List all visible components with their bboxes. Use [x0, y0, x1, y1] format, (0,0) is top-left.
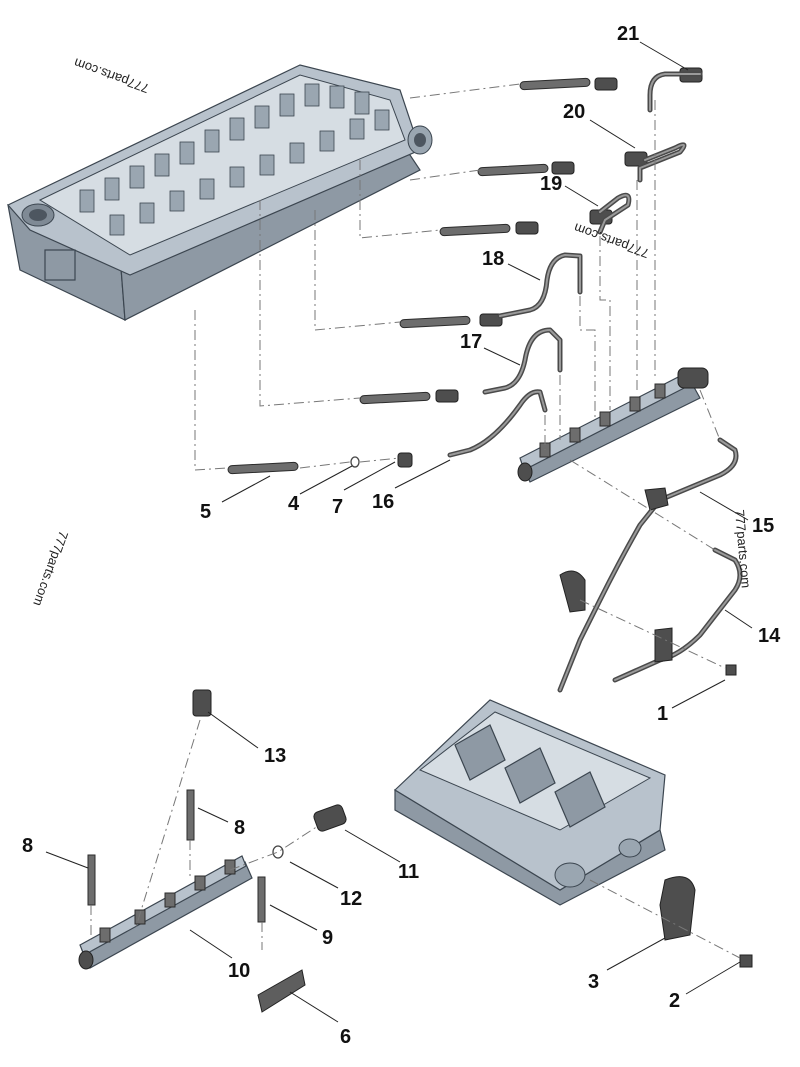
fuel-lines — [447, 71, 743, 941]
callout-12: 12 — [340, 888, 362, 910]
callout-21: 21 — [617, 23, 639, 45]
callout-5: 5 — [200, 501, 211, 523]
cylinder-head — [7, 64, 433, 321]
callout-6: 6 — [340, 1026, 351, 1048]
assembly-lines — [90, 83, 741, 959]
watermark: 777parts.com — [732, 509, 754, 589]
callout-8: 8 — [22, 835, 33, 857]
callout-1: 1 — [657, 703, 668, 725]
small-parts — [87, 456, 753, 1013]
callout-9: 9 — [322, 927, 333, 949]
injectors — [227, 77, 591, 475]
callout-8: 8 — [234, 817, 245, 839]
callout-4: 4 — [288, 493, 300, 515]
callout-20: 20 — [563, 101, 585, 123]
watermark: 777parts.com — [72, 55, 151, 96]
watermark: 777parts.com — [572, 220, 651, 261]
leader-lines — [45, 41, 753, 1023]
callout-15: 15 — [752, 515, 774, 537]
callout-16: 16 — [372, 491, 394, 513]
fuel-rail-left — [78, 855, 253, 970]
callout-18: 18 — [482, 248, 504, 270]
callout-10: 10 — [228, 960, 250, 982]
fuel-rail-right — [517, 367, 709, 483]
callout-2: 2 — [669, 990, 680, 1012]
engine-block-section — [394, 699, 666, 906]
watermark: 777parts.com — [30, 529, 71, 608]
callout-19: 19 — [540, 173, 562, 195]
callout-14: 14 — [758, 625, 781, 647]
callout-17: 17 — [460, 331, 482, 353]
callout-11: 11 — [398, 861, 419, 883]
callout-7: 7 — [332, 496, 343, 518]
callout-13: 13 — [264, 745, 286, 767]
callout-3: 3 — [588, 971, 599, 993]
